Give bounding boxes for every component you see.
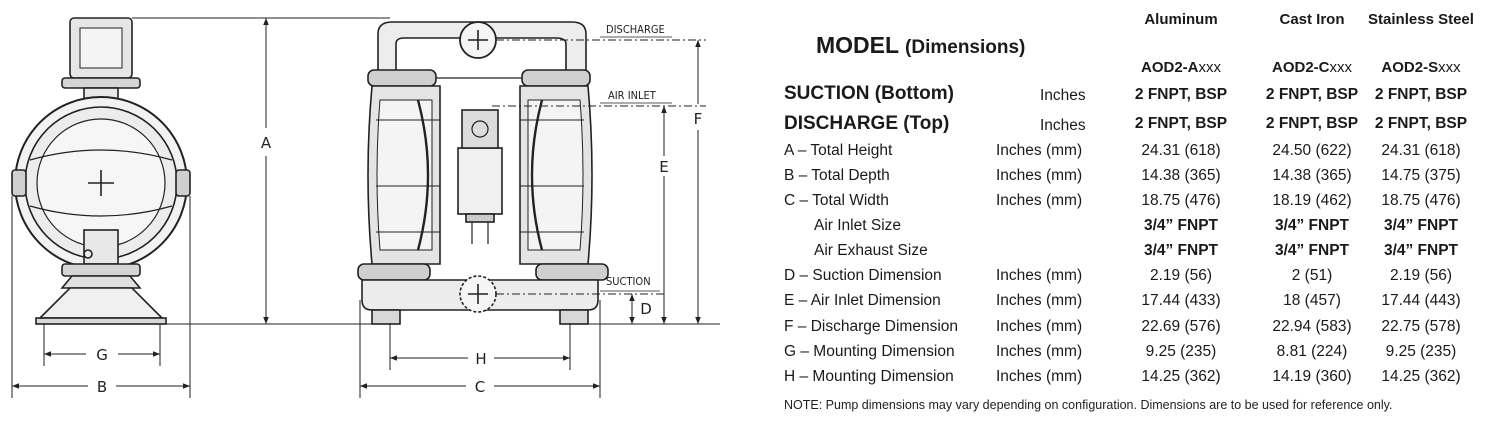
row-value: 14.19 (360) xyxy=(1272,368,1352,385)
row-value: 18.75 (476) xyxy=(1381,192,1461,209)
row-unit: Inches (mm) xyxy=(996,292,1083,309)
dimension-b-label: B xyxy=(97,378,107,396)
row-label: C – Total Width xyxy=(784,192,889,209)
dimension-a: A xyxy=(261,18,272,324)
row-label: B – Total Depth xyxy=(784,167,890,184)
row-value: 2 FNPT, BSP xyxy=(1265,86,1359,103)
row-value: 2 FNPT, BSP xyxy=(1134,86,1228,103)
row-value: 22.69 (576) xyxy=(1141,318,1221,335)
row-value: 2.19 (56) xyxy=(1149,267,1213,284)
row-value: 14.25 (362) xyxy=(1381,368,1461,385)
row-value: 8.81 (224) xyxy=(1276,343,1348,360)
pump-side-view xyxy=(11,17,191,325)
row-label: D – Suction Dimension xyxy=(784,267,942,284)
row-label: DISCHARGE (Top) xyxy=(784,113,950,134)
reference-note: NOTE: Pump dimensions may vary depending… xyxy=(784,398,1393,412)
row-label: Air Inlet Size xyxy=(814,217,902,234)
row-value: 2.19 (56) xyxy=(1389,267,1453,284)
dimension-g-label: G xyxy=(96,346,108,364)
row-value: 2 FNPT, BSP xyxy=(1374,115,1468,132)
dimension-a-label: A xyxy=(261,134,272,152)
row-value: 2 FNPT, BSP xyxy=(1134,115,1228,132)
row-value: 24.31 (618) xyxy=(1141,142,1221,159)
row-value: 18.19 (462) xyxy=(1272,192,1352,209)
row-value: 14.25 (362) xyxy=(1141,368,1221,385)
row-value: 2 FNPT, BSP xyxy=(1265,115,1359,132)
row-unit: Inches (mm) xyxy=(996,192,1083,209)
dimension-e: E xyxy=(659,106,669,324)
row-label: H – Mounting Dimension xyxy=(784,368,954,385)
row-value: 3/4” FNPT xyxy=(1274,242,1350,259)
specification-table: MODEL (Dimensions) Aluminum Cast Iron St… xyxy=(780,0,1498,433)
row-value: 17.44 (433) xyxy=(1141,292,1221,309)
dimension-g: G xyxy=(44,346,160,364)
row-value: 9.25 (235) xyxy=(1145,343,1217,360)
row-label: SUCTION (Bottom) xyxy=(784,83,954,104)
row-value: 3/4” FNPT xyxy=(1143,217,1219,234)
dimension-c-label: C xyxy=(475,378,485,396)
dimension-b: B xyxy=(12,378,190,396)
air-inlet-label: AIR INLET xyxy=(608,89,657,102)
row-value: 3/4” FNPT xyxy=(1383,217,1459,234)
dimension-c: C xyxy=(360,378,600,396)
row-label: G – Mounting Dimension xyxy=(784,343,955,360)
dimension-e-label: E xyxy=(659,158,668,176)
row-value: 14.75 (375) xyxy=(1381,167,1461,184)
dimension-h-label: H xyxy=(475,350,486,368)
dimension-f-label: F xyxy=(694,110,703,128)
row-unit: Inches (mm) xyxy=(996,318,1083,335)
row-label: Air Exhaust Size xyxy=(814,242,928,259)
row-value: 17.44 (443) xyxy=(1381,292,1461,309)
row-value: 14.38 (365) xyxy=(1141,167,1221,184)
row-value: 3/4” FNPT xyxy=(1143,242,1219,259)
column-header-stainless-steel: Stainless Steel xyxy=(1368,11,1474,28)
discharge-port-label: DISCHARGE xyxy=(606,23,665,36)
row-value: 24.50 (622) xyxy=(1272,142,1352,159)
row-label: F – Discharge Dimension xyxy=(784,318,959,335)
row-unit: Inches (mm) xyxy=(996,343,1083,360)
row-unit: Inches (mm) xyxy=(996,368,1083,385)
row-unit: Inches (mm) xyxy=(996,167,1083,184)
row-unit: Inches xyxy=(1040,117,1086,134)
row-value: 3/4” FNPT xyxy=(1383,242,1459,259)
row-unit: Inches (mm) xyxy=(996,267,1083,284)
dimension-h: H xyxy=(390,350,570,368)
column-header-cast-iron: Cast Iron xyxy=(1279,11,1345,28)
row-value: 3/4” FNPT xyxy=(1274,217,1350,234)
row-value: 9.25 (235) xyxy=(1385,343,1457,360)
row-value: 24.31 (618) xyxy=(1381,142,1461,159)
row-value: 22.75 (578) xyxy=(1381,318,1461,335)
model-number-aluminum: AOD2-Axxx xyxy=(1140,59,1221,76)
row-value: 18 (457) xyxy=(1283,292,1341,309)
suction-port-label: SUCTION xyxy=(606,275,651,288)
column-header-aluminum: Aluminum xyxy=(1144,11,1218,28)
row-label: E – Air Inlet Dimension xyxy=(784,292,941,309)
dimension-d-label: D xyxy=(640,300,652,318)
model-number-cast-iron: AOD2-Cxxx xyxy=(1271,59,1352,76)
row-unit: Inches xyxy=(1040,87,1086,104)
row-value: 22.94 (583) xyxy=(1272,318,1352,335)
model-number-stainless-steel: AOD2-Sxxx xyxy=(1381,59,1461,76)
row-value: 14.38 (365) xyxy=(1272,167,1352,184)
row-label: A – Total Height xyxy=(784,142,893,159)
pump-dimension-drawing: G B A xyxy=(11,17,720,398)
dimension-f: F xyxy=(694,40,703,324)
table-title: MODEL (Dimensions) xyxy=(816,32,1026,58)
row-unit: Inches (mm) xyxy=(996,142,1083,159)
row-value: 18.75 (476) xyxy=(1141,192,1221,209)
dimension-d: D xyxy=(629,294,652,324)
pump-front-view xyxy=(357,21,609,325)
row-value: 2 (51) xyxy=(1291,267,1333,284)
row-value: 2 FNPT, BSP xyxy=(1374,86,1468,103)
